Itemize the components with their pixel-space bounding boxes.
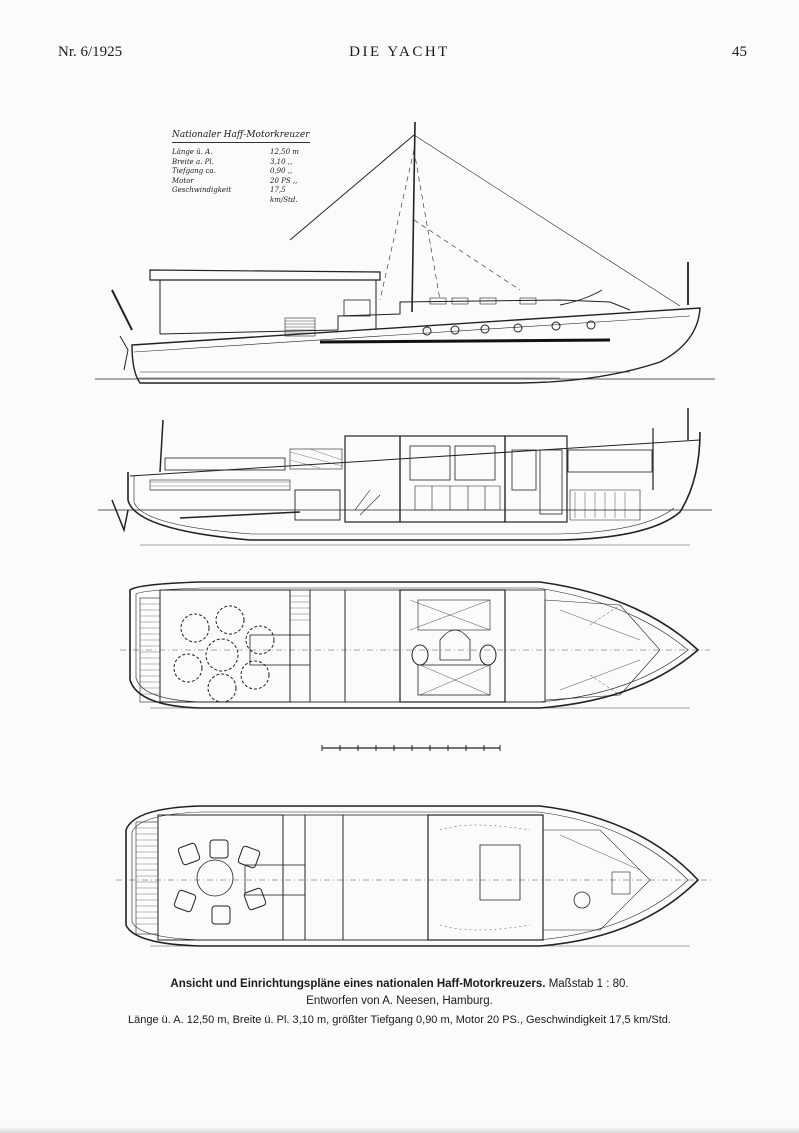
engine bbox=[294, 489, 341, 521]
spec-row: Länge ü. A.12,50 m bbox=[172, 148, 299, 156]
hull-side bbox=[131, 307, 701, 384]
page-edge bbox=[0, 1127, 799, 1133]
figure-caption: Ansicht und Einrichtungspläne eines nati… bbox=[0, 978, 799, 1026]
spec-table: Nationaler Haff-Motorkreuzer Länge ü. A.… bbox=[172, 122, 342, 205]
awning bbox=[149, 269, 381, 281]
mast bbox=[411, 121, 416, 313]
caption-scale: Maßstab 1 : 80. bbox=[548, 978, 629, 990]
side-elevation bbox=[95, 121, 715, 384]
spec-title: Nationaler Haff-Motorkreuzer bbox=[172, 130, 310, 143]
issue-number: Nr. 6/1925 bbox=[58, 44, 123, 60]
boat-plans-drawing bbox=[95, 121, 715, 947]
caption-designer: Entworfen von A. Neesen, Hamburg. bbox=[306, 995, 493, 1007]
magazine-title: DIE YACHT bbox=[349, 44, 450, 60]
page-header: Nr. 6/1925 DIE YACHT 45 bbox=[0, 44, 799, 68]
deck-plan-2 bbox=[116, 805, 712, 947]
caption-title-line: Ansicht und Einrichtungspläne eines nati… bbox=[0, 978, 799, 990]
scale-bar bbox=[321, 745, 501, 751]
longitudinal-section bbox=[98, 408, 712, 546]
caption-specs: Länge ü. A. 12,50 m, Breite ü. Pl. 3,10 … bbox=[128, 1014, 671, 1026]
page-number: 45 bbox=[732, 44, 747, 60]
hull-outline-plan-1 bbox=[129, 581, 700, 709]
spec-row: Tiefgang ca.0,90 ,, bbox=[172, 167, 293, 175]
caption-title: Ansicht und Einrichtungspläne eines nati… bbox=[170, 978, 546, 990]
deck-plan-1 bbox=[120, 581, 710, 709]
hull-section bbox=[127, 431, 701, 541]
spec-row: Breite a. Pl.3,10 ,, bbox=[172, 157, 293, 166]
